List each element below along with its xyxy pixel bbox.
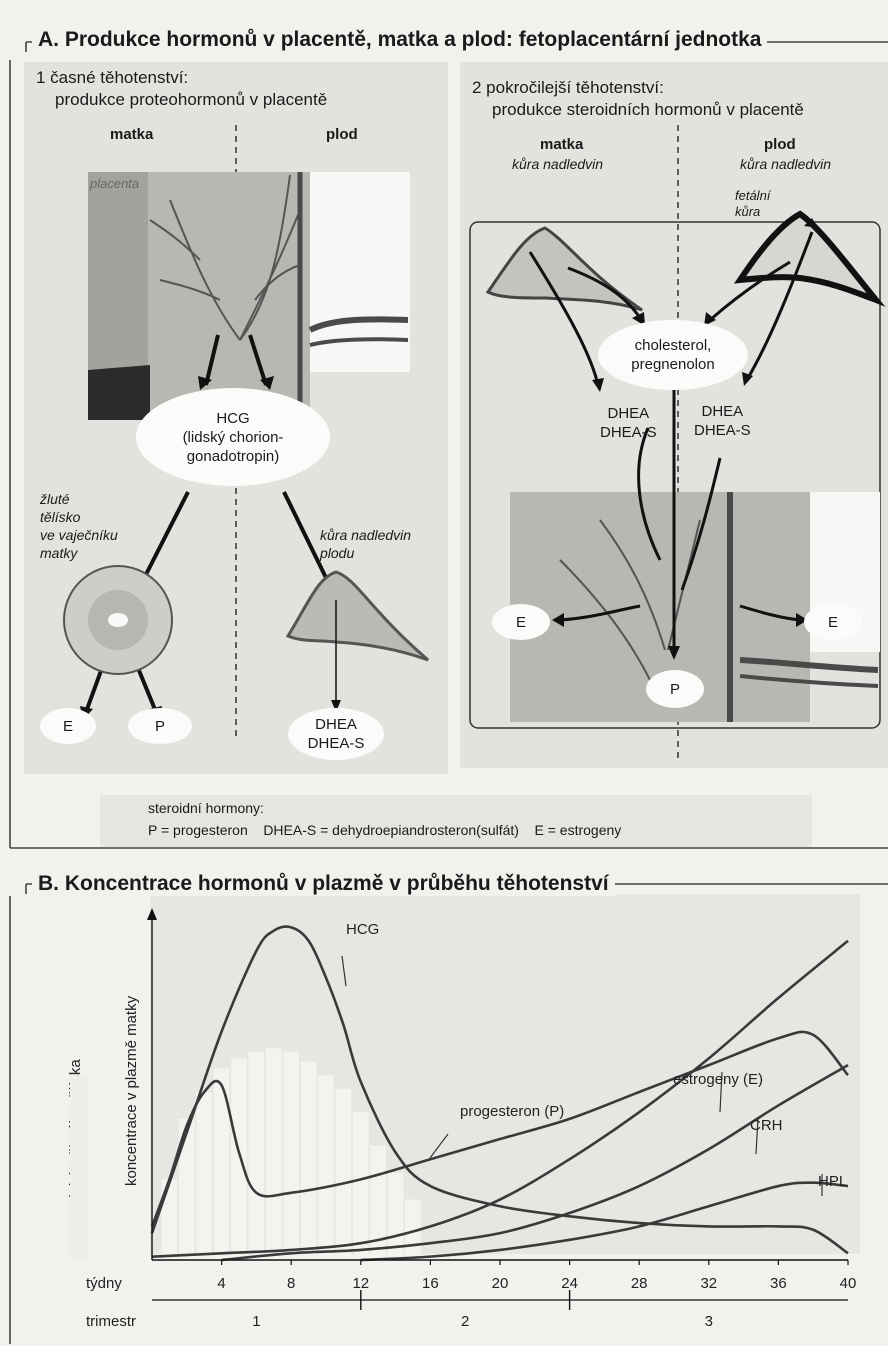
x-tick-label: 36	[770, 1275, 787, 1292]
x-tick-label: 8	[287, 1275, 295, 1292]
fetal-cortex-line2: kůra	[735, 204, 770, 220]
dhea-line2: DHEA-S	[308, 734, 365, 753]
x-tick-label: 4	[217, 1275, 225, 1292]
panel2-col-mother-sub: kůra nadledvin	[512, 156, 603, 172]
x-tick-label: 28	[631, 1275, 648, 1292]
panel2-heading-line1: 2 pokročilejší těhotenství:	[472, 78, 664, 98]
corpus-line1: žluté	[40, 490, 118, 508]
corpus-bar	[370, 1146, 386, 1260]
p2-out-e-left: E	[516, 613, 526, 632]
dhea-right-line1: DHEA	[694, 402, 751, 421]
hcg-blob: HCG (lidský chorion- gonadotropin)	[136, 388, 330, 486]
corpus-line4: matky	[40, 544, 118, 562]
adrenal-line2: plodu	[320, 544, 411, 562]
trimester-number: 1	[252, 1313, 260, 1330]
dhea-line1: DHEA	[308, 715, 365, 734]
hcg-line3: gonadotropin)	[183, 447, 284, 466]
p2-out-p: P	[670, 680, 680, 699]
corpus-line2: tělísko	[40, 508, 118, 526]
corpus-bar	[353, 1112, 369, 1260]
series-label-3: CRH	[750, 1117, 783, 1134]
x-tick-label: 24	[561, 1275, 578, 1292]
corpus-bar	[318, 1075, 334, 1260]
dhea-left: DHEA DHEA-S	[600, 404, 657, 442]
x-tick-label: 40	[840, 1275, 857, 1292]
p2-out-p-blob: P	[646, 670, 704, 708]
panel1-col-fetus: plod	[326, 126, 358, 143]
series-labels: HCG progesteron (P) estrogeny (E) CRH HPL	[342, 921, 847, 1196]
chol-line2: pregnenolon	[631, 355, 714, 374]
x-tick-label: 12	[352, 1275, 369, 1292]
dhea-left-line2: DHEA-S	[600, 423, 657, 442]
corpus-label: žluté tělísko ve vaječníku matky	[40, 490, 118, 562]
legend-line2: P = progesteron DHEA-S = dehydroepiandro…	[148, 822, 621, 838]
corpus-line3: ve vaječníku	[40, 526, 118, 544]
trimester-label: trimestr	[86, 1313, 136, 1330]
trimester-number: 2	[461, 1313, 469, 1330]
chol-line1: cholesterol,	[631, 336, 714, 355]
panel2-col-fetus: plod	[764, 136, 796, 153]
y-axis-label: koncentrace v plazmě matky	[123, 995, 140, 1186]
panel2-col-fetus-sub: kůra nadledvin	[740, 156, 831, 172]
corpus-bar	[231, 1058, 247, 1260]
section-a-title: A. Produkce hormonů v placentě, matka a …	[32, 28, 767, 52]
series-label-0: HCG	[346, 921, 379, 938]
dhea-right-line2: DHEA-S	[694, 421, 751, 440]
corpus-bar	[249, 1052, 265, 1260]
dhea-blob: DHEA DHEA-S	[288, 708, 384, 760]
legend-line1: steroidní hormony:	[148, 800, 264, 816]
placenta-label: placenta	[90, 176, 139, 191]
out-e-blob: E	[40, 708, 96, 744]
corpus-bar	[266, 1048, 282, 1260]
corpus-bar	[301, 1062, 317, 1260]
panel1-heading-line2: produkce proteohormonů v placentě	[55, 90, 327, 110]
series-label-1: progesteron (P)	[460, 1103, 564, 1120]
out-e: E	[63, 717, 73, 736]
p2-out-e-left-blob: E	[492, 604, 550, 640]
x-tick-label: 20	[492, 1275, 509, 1292]
p2-out-e-right: E	[828, 613, 838, 632]
out-p-blob: P	[128, 708, 192, 744]
corpus-bar	[336, 1089, 352, 1260]
dhea-left-line1: DHEA	[600, 404, 657, 423]
panel1-heading-line1: 1 časné těhotenství:	[36, 68, 188, 88]
panel2-heading-line2: produkce steroidních hormonů v placentě	[492, 100, 804, 120]
cholesterol-blob: cholesterol, pregnenolon	[598, 320, 748, 390]
x-axis-label: týdny	[86, 1275, 122, 1292]
corpus-luteum-bars	[162, 1048, 421, 1260]
hcg-line2: (lidský chorion-	[183, 428, 284, 447]
fetal-cortex-label: fetální kůra	[735, 188, 770, 220]
panel2-col-mother: matka	[540, 136, 583, 153]
corpus-bar	[196, 1092, 212, 1260]
series-label-4: HPL	[818, 1173, 847, 1190]
hcg-line1: HCG	[183, 409, 284, 428]
corpus-bar	[214, 1068, 230, 1260]
panel1-col-mother: matka	[110, 126, 153, 143]
series-label-2: estrogeny (E)	[673, 1071, 763, 1088]
fetal-cortex-line1: fetální	[735, 188, 770, 204]
trimester-number: 3	[705, 1313, 713, 1330]
x-tick-label: 32	[700, 1275, 717, 1292]
corpus-activity-bar	[70, 1076, 88, 1260]
adrenal-line1: kůra nadledvin	[320, 526, 411, 544]
dhea-right: DHEA DHEA-S	[694, 402, 751, 440]
x-tick-label: 16	[422, 1275, 439, 1292]
out-p: P	[155, 717, 165, 736]
p2-out-e-right-blob: E	[804, 604, 862, 640]
series-leader-0	[342, 956, 346, 986]
adrenal-label: kůra nadledvin plodu	[320, 526, 411, 562]
trimesters: 1 2 3	[252, 1290, 713, 1330]
corpus-bar	[283, 1052, 299, 1260]
x-ticks: 4 8 12 16 20 24 28 32 36 40	[217, 1260, 856, 1292]
